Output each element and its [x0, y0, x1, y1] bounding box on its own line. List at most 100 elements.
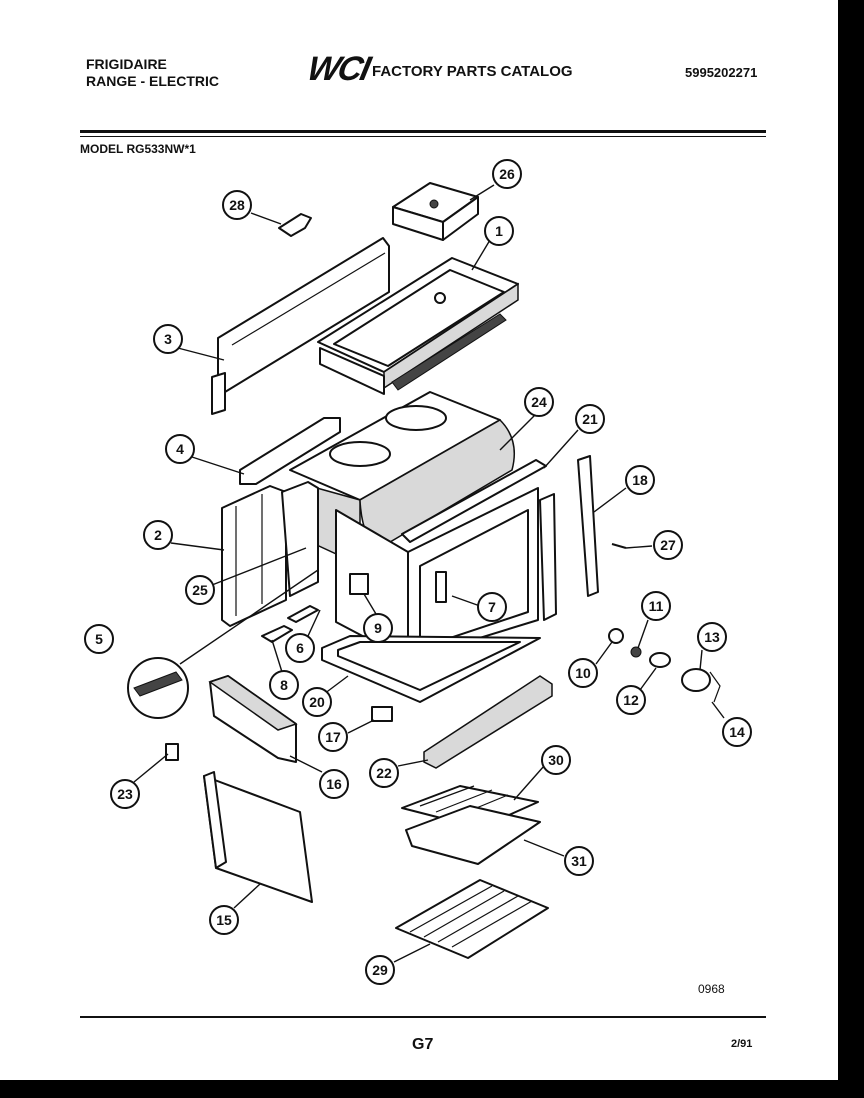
callout-label: 8	[280, 677, 288, 693]
oven-body-drawing	[289, 391, 547, 661]
part-2-drawing	[221, 481, 319, 627]
brand-block: FRIGIDAIRE RANGE - ELECTRIC	[86, 56, 219, 90]
part-11-drawing	[630, 646, 642, 658]
part-4-drawing	[239, 417, 341, 485]
callout-label: 30	[548, 752, 564, 768]
callout-20: 20	[302, 687, 332, 717]
part-18-drawing	[577, 455, 599, 597]
callout-label: 2	[154, 527, 162, 543]
callout-label: 12	[623, 692, 639, 708]
part-21-drawing	[539, 493, 557, 621]
catalog-page: FRIGIDAIRE RANGE - ELECTRIC WCI FACTORY …	[0, 0, 838, 1080]
part-17-drawing	[371, 706, 393, 722]
callout-2: 2	[143, 520, 173, 550]
callout-label: 25	[192, 582, 208, 598]
callout-label: 23	[117, 786, 133, 802]
callout-label: 20	[309, 694, 325, 710]
part-31-drawing	[405, 805, 541, 865]
callout-11: 11	[641, 591, 671, 621]
part-6-drawing	[287, 605, 319, 623]
callout-label: 28	[229, 197, 245, 213]
exploded-parts-diagram: 1 2 3 4 5 6 7 8 9 10 11 12 13 14 15 16 1…	[84, 159, 752, 985]
part-15-drawing	[203, 771, 313, 903]
callout-18: 18	[625, 465, 655, 495]
part-26-drawing	[392, 182, 479, 241]
callout-label: 31	[571, 853, 587, 869]
callout-17: 17	[318, 722, 348, 752]
callout-28: 28	[222, 190, 252, 220]
part-12-drawing	[649, 652, 671, 668]
callout-15: 15	[209, 905, 239, 935]
part-16-drawing	[208, 675, 298, 763]
callout-9: 9	[363, 613, 393, 643]
callout-31: 31	[564, 846, 594, 876]
part-27-drawing	[611, 543, 627, 549]
callout-label: 22	[376, 765, 392, 781]
callout-16: 16	[319, 769, 349, 799]
callout-26: 26	[492, 159, 522, 189]
part-1-drawing	[317, 257, 519, 395]
callout-21: 21	[575, 404, 605, 434]
callout-label: 21	[582, 411, 598, 427]
callout-24: 24	[524, 387, 554, 417]
model-number: MODEL RG533NW*1	[80, 142, 196, 156]
callout-label: 15	[216, 912, 232, 928]
part-20-drawing	[321, 635, 541, 703]
callout-3: 3	[153, 324, 183, 354]
part-5-drawing	[127, 569, 319, 719]
page-date: 2/91	[731, 1038, 753, 1050]
callout-4: 4	[165, 434, 195, 464]
callout-14: 14	[722, 717, 752, 747]
part-28-drawing	[278, 213, 312, 237]
callout-30: 30	[541, 745, 571, 775]
part-10-drawing	[608, 628, 624, 644]
part-22-drawing	[423, 675, 553, 769]
callout-label: 27	[660, 537, 676, 553]
callout-label: 18	[632, 472, 648, 488]
callout-25: 25	[185, 575, 215, 605]
callout-7: 7	[477, 592, 507, 622]
callout-label: 13	[704, 629, 720, 645]
header-rule-top	[80, 130, 766, 133]
part-29-drawing	[395, 879, 549, 959]
callout-6: 6	[285, 633, 315, 663]
callout-1: 1	[484, 216, 514, 246]
callout-label: 10	[575, 665, 591, 681]
callout-label: 6	[296, 640, 304, 656]
catalog-title: FACTORY PARTS CATALOG	[372, 63, 573, 80]
callout-label: 11	[649, 598, 664, 614]
document-number: 5995202271	[685, 65, 758, 80]
callout-label: 9	[374, 620, 382, 636]
callout-label: 7	[488, 599, 496, 615]
callout-label: 14	[729, 724, 745, 740]
callout-label: 17	[325, 729, 341, 745]
callout-label: 3	[164, 331, 172, 347]
callout-22: 22	[369, 758, 399, 788]
callout-label: 4	[176, 441, 184, 457]
callout-8: 8	[269, 670, 299, 700]
callout-10: 10	[568, 658, 598, 688]
footer-rule	[80, 1016, 766, 1018]
callout-label: 16	[326, 776, 342, 792]
callout-5: 5	[84, 624, 114, 654]
part-14-drawing	[709, 671, 721, 703]
callout-label: 1	[495, 223, 503, 239]
drawing-code: 0968	[698, 982, 725, 996]
header-rule-bottom	[80, 136, 766, 137]
callout-label: 5	[95, 631, 103, 647]
callout-13: 13	[697, 622, 727, 652]
leader-lines	[133, 184, 725, 963]
part-13-drawing	[681, 668, 711, 692]
callout-label: 29	[372, 962, 388, 978]
part-3-drawing	[211, 237, 390, 415]
callout-29: 29	[365, 955, 395, 985]
callout-27: 27	[653, 530, 683, 560]
callout-12: 12	[616, 685, 646, 715]
callout-23: 23	[110, 779, 140, 809]
brand-name: FRIGIDAIRE	[86, 56, 167, 72]
page-number: G7	[412, 1036, 434, 1053]
part-23-drawing	[165, 743, 179, 761]
callout-label: 26	[499, 166, 515, 182]
product-line: RANGE - ELECTRIC	[86, 73, 219, 89]
part-8-drawing	[261, 625, 293, 643]
